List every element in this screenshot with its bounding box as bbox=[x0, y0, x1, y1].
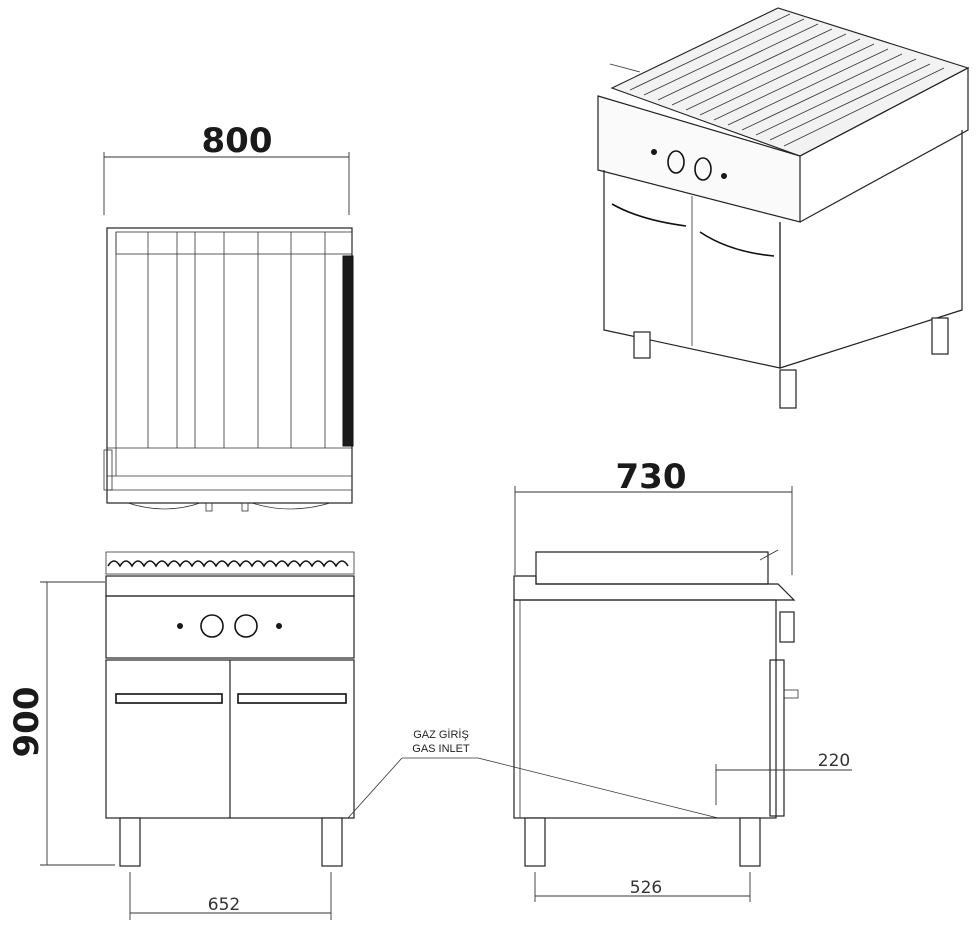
gas-inlet-label-en: GAS INLET bbox=[412, 743, 470, 755]
top-view-side-rail bbox=[342, 255, 354, 447]
front-handle-left bbox=[115, 693, 223, 704]
leader-to-side bbox=[477, 757, 719, 819]
front-handle-right bbox=[237, 693, 347, 704]
dimension-730-label: 730 bbox=[616, 457, 687, 497]
gas-inlet-label-tr: GAZ GİRİŞ bbox=[413, 728, 469, 741]
iso-knob-2 bbox=[694, 157, 712, 181]
iso-knob-1 bbox=[667, 150, 685, 174]
top-view: 800 bbox=[103, 121, 354, 512]
dimension-900-label: 900 bbox=[7, 687, 47, 758]
iso-grill-bars bbox=[629, 13, 945, 147]
dimension-800-label: 800 bbox=[202, 121, 273, 161]
side-cabinet bbox=[513, 599, 777, 819]
dimension-526-label: 526 bbox=[630, 878, 662, 898]
isometric-view bbox=[597, 7, 970, 409]
front-view: 900 652 bbox=[7, 551, 355, 920]
iso-handle-right bbox=[699, 231, 775, 257]
top-view-grill-bars bbox=[147, 232, 326, 448]
front-knob-1 bbox=[200, 614, 224, 638]
dimension-220-label: 220 bbox=[818, 751, 850, 771]
leader-to-front bbox=[347, 757, 403, 819]
gas-inlet-note: GAZ GİRİŞ GAS INLET bbox=[347, 728, 719, 819]
top-view-outline bbox=[106, 227, 353, 504]
front-grill-profile bbox=[107, 560, 349, 568]
front-knob-2 bbox=[234, 614, 258, 638]
iso-handle-left bbox=[611, 203, 687, 227]
side-view: 730 220 526 bbox=[513, 457, 852, 902]
dimension-652-label: 652 bbox=[208, 895, 240, 915]
